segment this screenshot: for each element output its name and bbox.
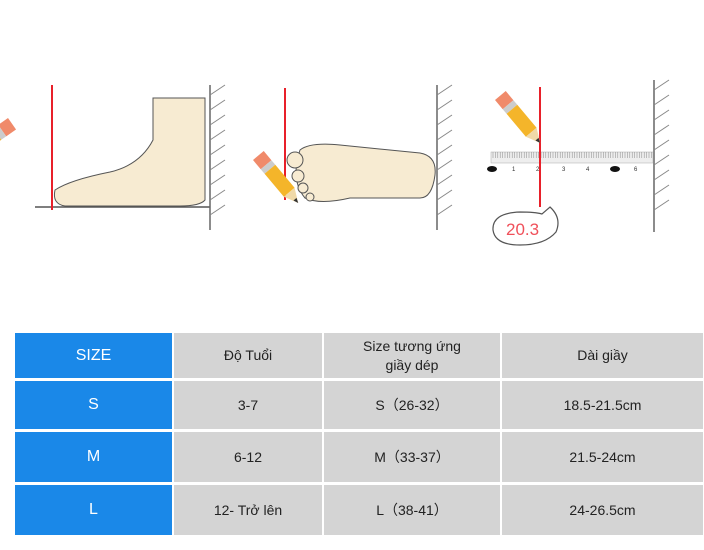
length-cell: 18.5-21.5cm [502, 381, 703, 429]
foot-top-icon [295, 143, 436, 202]
header-shoe-size: Size tương ứng giầy dép [324, 333, 500, 378]
foot-measurement-illustration: 1 2 3 4 6 20.3 [0, 79, 670, 246]
ruler-tick-label: 2 [536, 167, 540, 173]
pencil-icon [253, 151, 299, 203]
ruler-panel: 1 2 3 4 6 20.3 [487, 79, 670, 246]
ruler-tick-label: 4 [586, 167, 590, 173]
header-shoe-size-line2: giầy dép [385, 356, 439, 373]
shoe-size-cell: M（33-37） [324, 432, 500, 482]
speech-bubble [492, 206, 559, 246]
header-shoe-size-line1: Size tương ứng [363, 337, 461, 354]
header-length: Dài giầy [502, 333, 703, 378]
top-foot-panel [253, 84, 453, 230]
length-cell: 24-26.5cm [502, 485, 703, 535]
age-cell: 6-12 [174, 432, 322, 482]
shoe-size-cell: L（38-41） [324, 485, 500, 535]
length-cell: 21.5-24cm [502, 432, 703, 482]
size-cell: L [15, 485, 172, 535]
pencil-icon [495, 91, 541, 143]
header-age: Độ Tuổi [174, 333, 322, 378]
ruler-tick-label: 6 [634, 167, 638, 173]
size-cell: M [15, 432, 172, 482]
age-cell: 3-7 [174, 381, 322, 429]
shoe-size-cell: S（26-32） [324, 381, 500, 429]
foot-side-icon [54, 97, 206, 207]
ruler-tick-label: 3 [562, 167, 566, 173]
ruler-tick-label: 1 [512, 167, 516, 173]
pencil-icon [0, 118, 17, 157]
size-cell: S [15, 381, 172, 429]
header-size: SIZE [15, 333, 172, 378]
side-foot-panel [0, 84, 226, 230]
age-cell: 12- Trở lên [174, 485, 322, 535]
measurement-value: 20.3 [506, 220, 539, 239]
